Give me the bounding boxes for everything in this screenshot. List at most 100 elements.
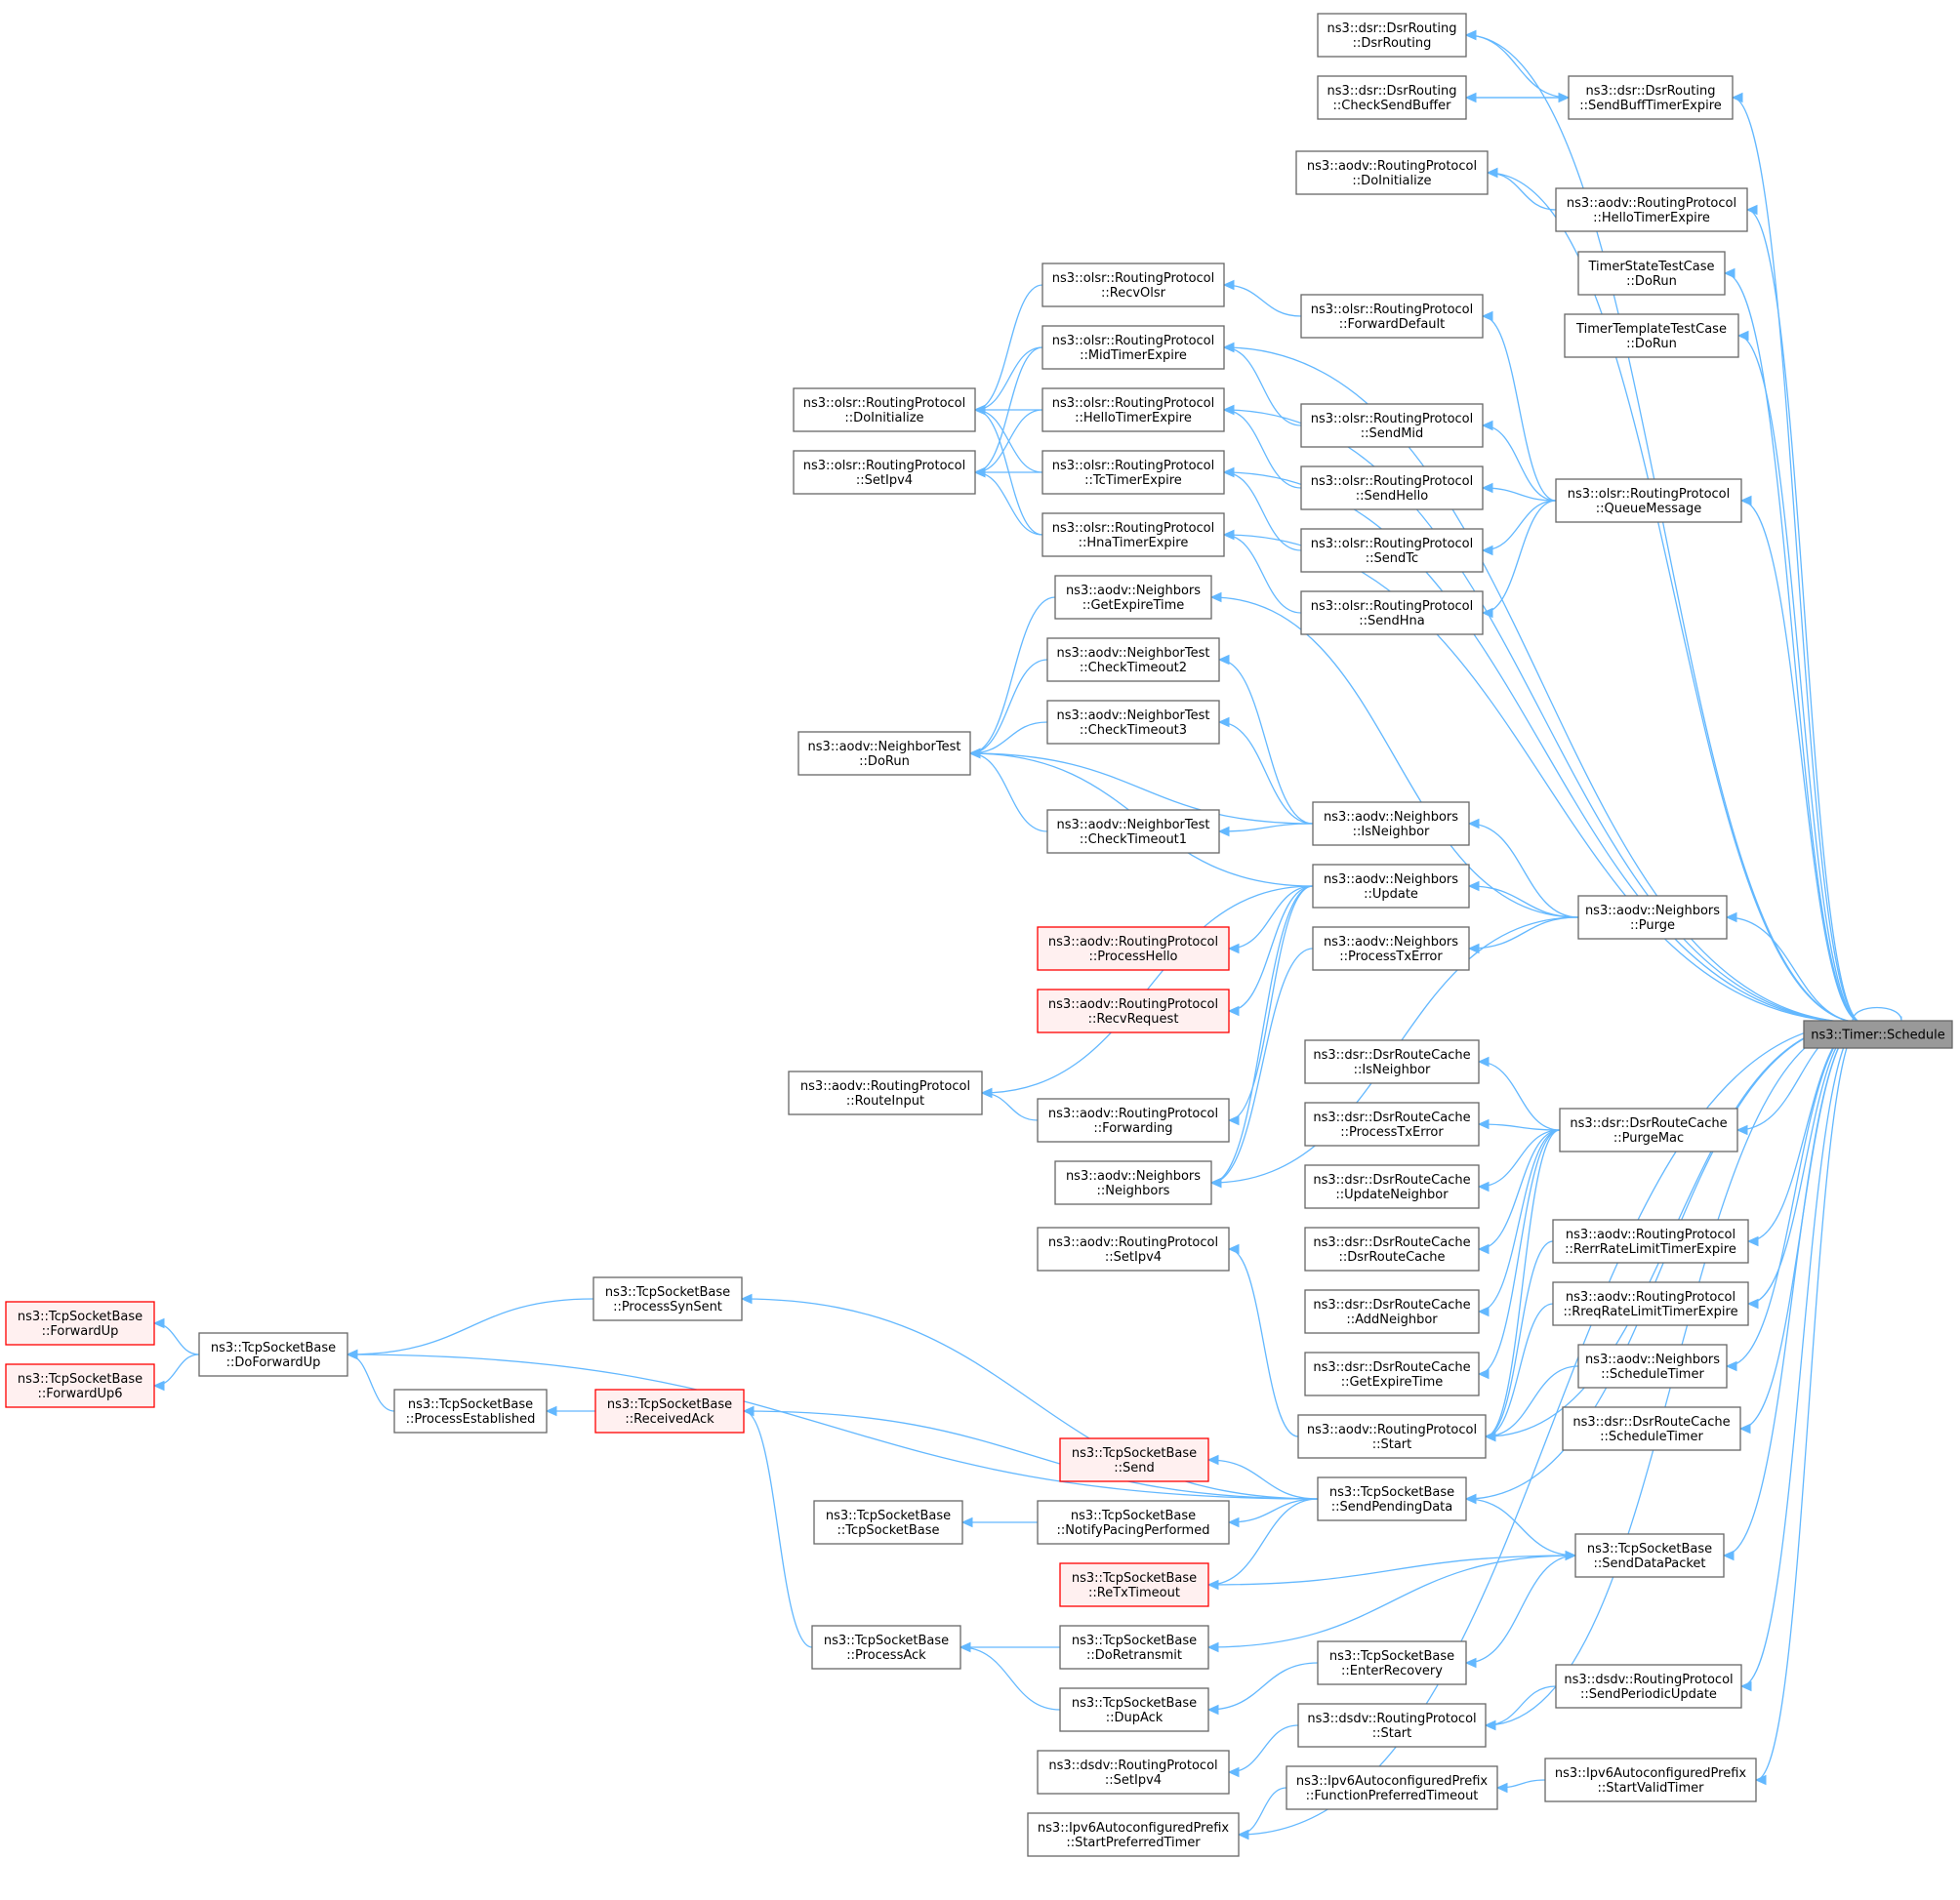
node-aodv-forwarding[interactable]: ns3::aodv::RoutingProtocol::Forwarding <box>1037 1098 1230 1143</box>
node-aodv-start[interactable]: ns3::aodv::RoutingProtocol::Start <box>1297 1414 1487 1459</box>
node-tcp-process-established[interactable]: ns3::TcpSocketBase::ProcessEstablished <box>393 1389 548 1434</box>
edge-arrowhead <box>1209 1177 1222 1189</box>
node-timer-template-test[interactable]: TimerTemplateTestCase::DoRun <box>1564 313 1739 358</box>
edge-arrowhead <box>1222 342 1235 353</box>
node-drc-process-tx-error[interactable]: ns3::dsr::DsrRouteCache::ProcessTxError <box>1304 1102 1480 1147</box>
node-olsr-send-mid[interactable]: ns3::olsr::RoutingProtocol::SendMid <box>1300 403 1484 448</box>
edge-ipv6-start-valid-to-schedule <box>1754 1022 1863 1786</box>
node-ipv6-func-preferred[interactable]: ns3::Ipv6AutoconfiguredPrefix::FunctionP… <box>1286 1765 1498 1810</box>
node-label-line: ::RecvRequest <box>1088 1012 1179 1027</box>
node-drc-update-neighbor[interactable]: ns3::dsr::DsrRouteCache::UpdateNeighbor <box>1304 1164 1480 1209</box>
edge-line <box>1485 1129 1561 1437</box>
node-tcp-process-syn-sent[interactable]: ns3::TcpSocketBase::ProcessSynSent <box>592 1276 743 1321</box>
node-ipv6-start-valid[interactable]: ns3::Ipv6AutoconfiguredPrefix::StartVali… <box>1544 1758 1757 1802</box>
node-drc-add-neighbor[interactable]: ns3::dsr::DsrRouteCache::AddNeighbor <box>1304 1289 1480 1334</box>
node-nb-neighbors[interactable]: ns3::aodv::Neighbors::Neighbors <box>1054 1160 1212 1205</box>
node-nb-update[interactable]: ns3::aodv::Neighbors::Update <box>1312 864 1470 909</box>
node-drc-purge-mac[interactable]: ns3::dsr::DsrRouteCache::PurgeMac <box>1559 1108 1738 1152</box>
edge-line <box>1228 885 1314 1012</box>
node-nb-get-expire-time[interactable]: ns3::aodv::Neighbors::GetExpireTime <box>1054 575 1212 620</box>
edge-nb-process-tx-error-to-nb-purge <box>1467 916 1579 954</box>
node-nt-do-run[interactable]: ns3::aodv::NeighborTest::DoRun <box>797 731 971 776</box>
node-olsr-do-initialize[interactable]: ns3::olsr::RoutingProtocol::DoInitialize <box>793 387 976 432</box>
node-olsr-recv-olsr[interactable]: ns3::olsr::RoutingProtocol::RecvOlsr <box>1041 263 1225 307</box>
node-tcp-do-retransmit[interactable]: ns3::TcpSocketBase::DoRetransmit <box>1059 1625 1209 1670</box>
node-aodv-do-initialize[interactable]: ns3::aodv::RoutingProtocol::DoInitialize <box>1295 150 1489 195</box>
node-nt-check-timeout1[interactable]: ns3::aodv::NeighborTest::CheckTimeout1 <box>1046 809 1220 854</box>
node-aodv-process-hello[interactable]: ns3::aodv::RoutingProtocol::ProcessHello <box>1037 926 1230 971</box>
node-dsr-send-buff-timer-expire[interactable]: ns3::dsr::DsrRouting::SendBuffTimerExpir… <box>1568 75 1734 120</box>
node-aodv-recv-request[interactable]: ns3::aodv::RoutingProtocol::RecvRequest <box>1037 989 1230 1033</box>
node-drc-is-neighbor[interactable]: ns3::dsr::DsrRouteCache::IsNeighbor <box>1304 1039 1480 1084</box>
node-ipv6-start-preferred[interactable]: ns3::Ipv6AutoconfiguredPrefix::StartPref… <box>1027 1812 1240 1857</box>
node-box <box>1054 575 1212 620</box>
node-olsr-tc-timer-expire[interactable]: ns3::olsr::RoutingProtocol::TcTimerExpir… <box>1041 450 1225 495</box>
node-olsr-hello-timer-expire[interactable]: ns3::olsr::RoutingProtocol::HelloTimerEx… <box>1041 387 1225 432</box>
node-tcp-send-pending-data[interactable]: ns3::TcpSocketBase::SendPendingData <box>1317 1476 1467 1521</box>
node-olsr-send-hna[interactable]: ns3::olsr::RoutingProtocol::SendHna <box>1300 590 1484 635</box>
node-dsr-routing-ctor[interactable]: ns3::dsr::DsrRouting::DsrRouting <box>1317 13 1467 58</box>
node-nt-check-timeout3[interactable]: ns3::aodv::NeighborTest::CheckTimeout3 <box>1046 700 1220 745</box>
edge-olsr-send-mid-to-olsr-queue-message <box>1481 420 1557 502</box>
node-nb-is-neighbor[interactable]: ns3::aodv::Neighbors::IsNeighbor <box>1312 801 1470 846</box>
edge-line <box>743 1410 1319 1500</box>
node-tcp-forward-up[interactable]: ns3::TcpSocketBase::ForwardUp <box>5 1301 155 1346</box>
node-tcp-received-ack[interactable]: ns3::TcpSocketBase::ReceivedAck <box>594 1389 745 1434</box>
node-label-line: ::HnaTimerExpire <box>1079 536 1189 550</box>
node-nb-purge[interactable]: ns3::aodv::Neighbors::Purge <box>1577 895 1728 940</box>
node-label-line: ns3::aodv::RoutingProtocol <box>1567 196 1736 211</box>
edge-aodv-start-to-drc-purge-mac <box>1484 1129 1561 1442</box>
node-olsr-send-hello[interactable]: ns3::olsr::RoutingProtocol::SendHello <box>1300 465 1484 510</box>
node-drc-get-expire-time[interactable]: ns3::dsr::DsrRouteCache::GetExpireTime <box>1304 1352 1480 1396</box>
node-tcp-notify-pacing[interactable]: ns3::TcpSocketBase::NotifyPacingPerforme… <box>1037 1500 1230 1545</box>
node-box <box>1317 75 1467 120</box>
node-label-line: ns3::aodv::RoutingProtocol <box>1048 935 1218 950</box>
edge-arrowhead <box>1735 1124 1748 1136</box>
node-olsr-forward-default[interactable]: ns3::olsr::RoutingProtocol::ForwardDefau… <box>1300 294 1484 339</box>
node-aodv-rreq-rate[interactable]: ns3::aodv::RoutingProtocol::RreqRateLimi… <box>1552 1281 1749 1326</box>
node-drc-ctor[interactable]: ns3::dsr::DsrRouteCache::DsrRouteCache <box>1304 1227 1480 1272</box>
node-schedule[interactable]: ns3::Timer::Schedule <box>1803 1020 1953 1049</box>
node-aodv-route-input[interactable]: ns3::aodv::RoutingProtocol::RouteInput <box>788 1071 983 1115</box>
edge-arrowhead <box>1477 1118 1490 1130</box>
edge-tcp-process-ack-to-tcp-do-retransmit <box>959 1641 1060 1653</box>
edge-nt-check-timeout2-to-nb-is-neighbor <box>1217 654 1314 825</box>
edge-arrowhead <box>1467 943 1480 954</box>
node-olsr-queue-message[interactable]: ns3::olsr::RoutingProtocol::QueueMessage <box>1555 478 1742 523</box>
edge-line <box>974 409 1043 473</box>
node-dsdv-send-periodic[interactable]: ns3::dsdv::RoutingProtocol::SendPeriodic… <box>1555 1664 1742 1709</box>
node-dsdv-set-ipv4[interactable]: ns3::dsdv::RoutingProtocol::SetIpv4 <box>1037 1750 1230 1795</box>
edge-line <box>1852 1006 1902 1022</box>
node-aodv-rerr-rate[interactable]: ns3::aodv::RoutingProtocol::RerrRateLimi… <box>1552 1219 1749 1264</box>
node-tcp-re-tx-timeout[interactable]: ns3::TcpSocketBase::ReTxTimeout <box>1059 1562 1209 1607</box>
node-label-line: ns3::dsr::DsrRouteCache <box>1313 1360 1470 1375</box>
node-drc-schedule-timer[interactable]: ns3::dsr::DsrRouteCache::ScheduleTimer <box>1562 1406 1741 1451</box>
node-tcp-send[interactable]: ns3::TcpSocketBase::Send <box>1059 1437 1209 1482</box>
node-nt-check-timeout2[interactable]: ns3::aodv::NeighborTest::CheckTimeout2 <box>1046 637 1220 682</box>
node-aodv-set-ipv4[interactable]: ns3::aodv::RoutingProtocol::SetIpv4 <box>1037 1227 1230 1272</box>
node-timer-state-test[interactable]: TimerStateTestCase::DoRun <box>1577 251 1726 296</box>
node-olsr-set-ipv4[interactable]: ns3::olsr::RoutingProtocol::SetIpv4 <box>793 450 976 495</box>
node-olsr-hna-timer-expire[interactable]: ns3::olsr::RoutingProtocol::HnaTimerExpi… <box>1041 512 1225 557</box>
edge-arrowhead <box>1481 545 1493 556</box>
node-olsr-send-tc[interactable]: ns3::olsr::RoutingProtocol::SendTc <box>1300 528 1484 573</box>
node-tcp-enter-recovery[interactable]: ns3::TcpSocketBase::EnterRecovery <box>1317 1640 1467 1685</box>
node-nb-process-tx-error[interactable]: ns3::aodv::Neighbors::ProcessTxError <box>1312 926 1470 971</box>
node-nb-schedule-timer[interactable]: ns3::aodv::Neighbors::ScheduleTimer <box>1577 1344 1728 1389</box>
node-tcp-ctor[interactable]: ns3::TcpSocketBase::TcpSocketBase <box>813 1500 963 1545</box>
node-tcp-forward-up6[interactable]: ns3::TcpSocketBase::ForwardUp6 <box>5 1363 155 1408</box>
node-olsr-mid-timer-expire[interactable]: ns3::olsr::RoutingProtocol::MidTimerExpi… <box>1041 325 1225 370</box>
node-tcp-send-data-packet[interactable]: ns3::TcpSocketBase::SendDataPacket <box>1574 1533 1725 1578</box>
node-dsr-check-send-buffer[interactable]: ns3::dsr::DsrRouting::CheckSendBuffer <box>1317 75 1467 120</box>
edge-arrowhead <box>1206 1454 1219 1466</box>
edge-line <box>1485 1365 1579 1437</box>
edge-arrowhead <box>1484 1431 1496 1442</box>
node-tcp-do-forward-up[interactable]: ns3::TcpSocketBase::DoForwardUp <box>198 1332 348 1377</box>
node-tcp-process-ack[interactable]: ns3::TcpSocketBase::ProcessAck <box>811 1625 961 1670</box>
node-aodv-hello-timer-expire[interactable]: ns3::aodv::RoutingProtocol::HelloTimerEx… <box>1555 187 1748 232</box>
node-tcp-dup-ack[interactable]: ns3::TcpSocketBase::DupAck <box>1059 1687 1209 1732</box>
edge-tcp-send-data-packet-to-tcp-re-tx-timeout <box>1207 1550 1577 1586</box>
node-dsdv-start[interactable]: ns3::dsdv::RoutingProtocol::Start <box>1297 1703 1487 1748</box>
edge-arrowhead <box>973 466 986 478</box>
